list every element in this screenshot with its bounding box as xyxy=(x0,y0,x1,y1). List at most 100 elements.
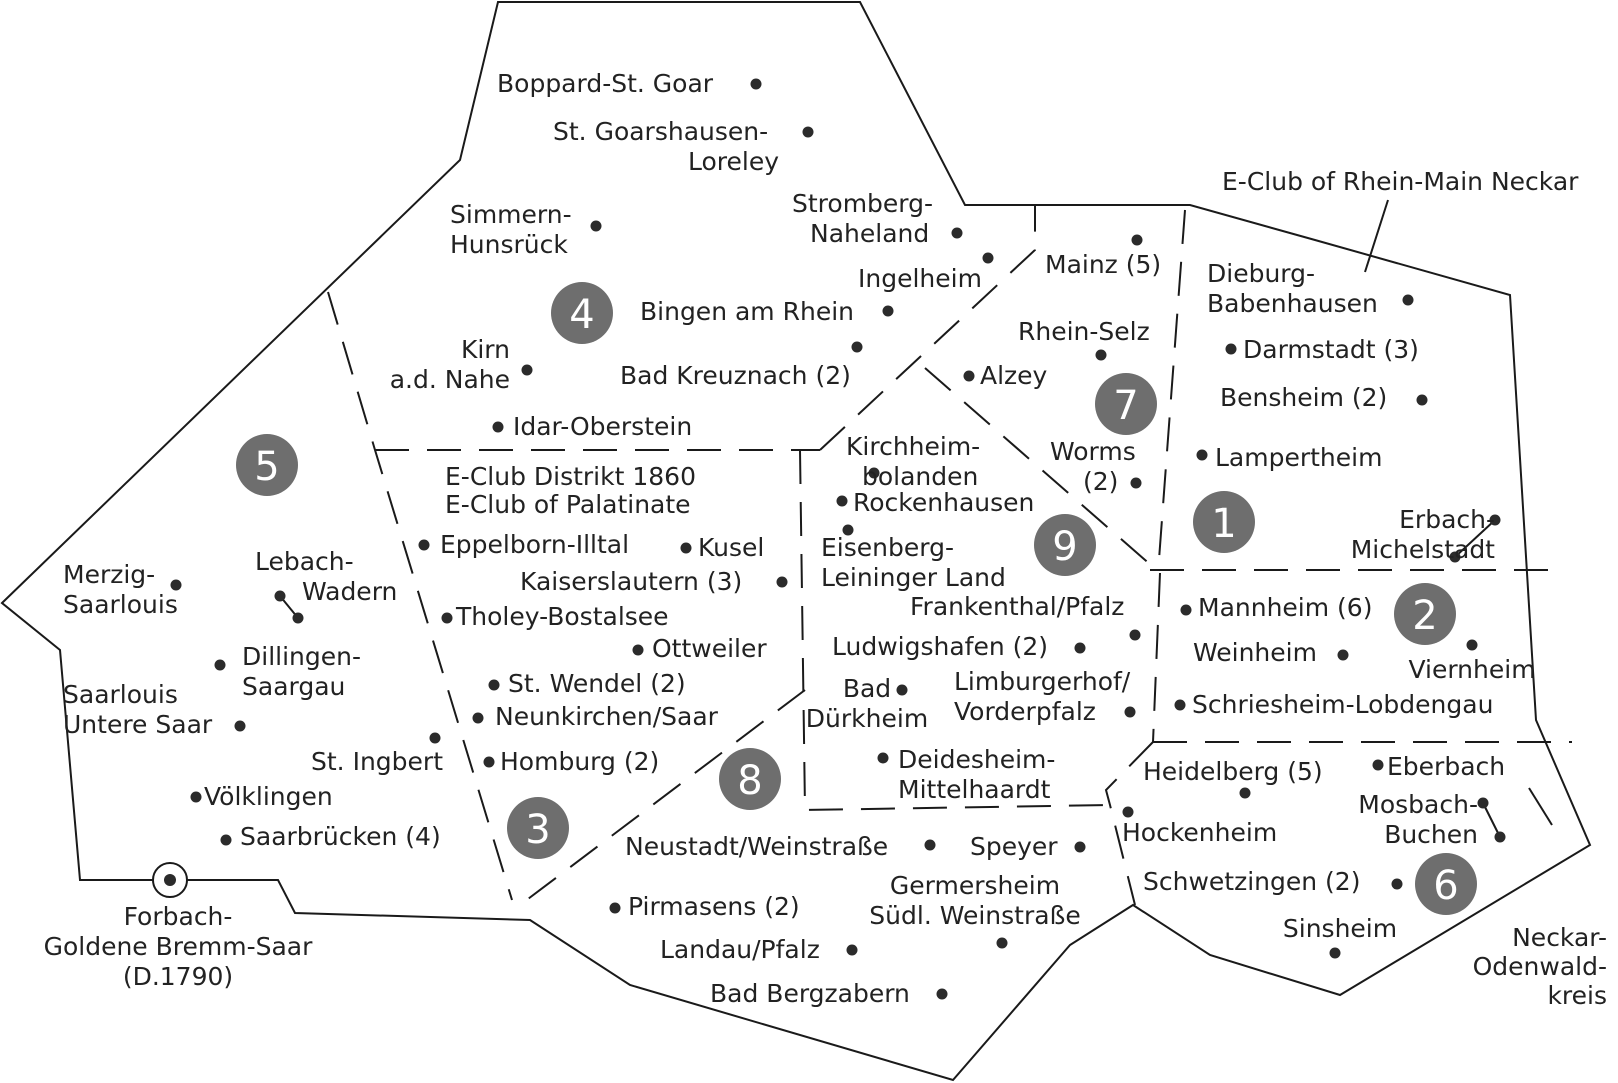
viernheim-label[interactable]: Viernheim xyxy=(1408,655,1535,684)
dillingen-label[interactable]: Dillingen-Saargau xyxy=(242,642,361,701)
forbach-marker[interactable] xyxy=(152,862,188,898)
bergzabern-dot[interactable] xyxy=(936,988,948,1000)
ottweiler-dot[interactable] xyxy=(632,644,644,656)
dieburg-label[interactable]: Dieburg-Babenhausen xyxy=(1207,259,1378,318)
schwetzingen-label[interactable]: Schwetzingen (2) xyxy=(1143,867,1360,896)
homburg-dot[interactable] xyxy=(483,756,495,768)
simmern-label[interactable]: Simmern-Hunsrück xyxy=(450,200,572,259)
bensheim-dot[interactable] xyxy=(1416,394,1428,406)
homburg-label[interactable]: Homburg (2) xyxy=(500,747,659,776)
bingen-dot[interactable] xyxy=(882,305,894,317)
district-7-badge[interactable]: 7 xyxy=(1095,373,1157,435)
rockenhausen-dot[interactable] xyxy=(836,495,848,507)
simmern-dot[interactable] xyxy=(590,220,602,232)
eclub-distrikt-label[interactable]: E-Club Distrikt 1860 xyxy=(445,462,696,491)
speyer-label[interactable]: Speyer xyxy=(970,832,1058,861)
eberbach-label[interactable]: Eberbach xyxy=(1387,752,1505,781)
dillingen-dot[interactable] xyxy=(214,659,226,671)
mannheim-label[interactable]: Mannheim (6) xyxy=(1198,593,1372,622)
stwendel-label[interactable]: St. Wendel (2) xyxy=(508,669,686,698)
bergzabern-label[interactable]: Bad Bergzabern xyxy=(710,979,910,1008)
alzey-dot[interactable] xyxy=(963,370,975,382)
kaiserslautern-dot[interactable] xyxy=(776,576,788,588)
mainz-dot[interactable] xyxy=(1131,234,1143,246)
kaiserslautern-label[interactable]: Kaiserslautern (3) xyxy=(520,567,742,596)
frankenthal-label[interactable]: Frankenthal/Pfalz xyxy=(910,592,1124,621)
erbach-dot-2[interactable] xyxy=(1449,551,1461,563)
ludwigshafen-label[interactable]: Ludwigshafen (2) xyxy=(832,632,1048,661)
district-8-badge[interactable]: 8 xyxy=(719,748,781,810)
kreuznach-dot[interactable] xyxy=(851,341,863,353)
saarlouis-dot[interactable] xyxy=(234,720,246,732)
darmstadt-dot[interactable] xyxy=(1225,343,1237,355)
weinheim-dot[interactable] xyxy=(1337,649,1349,661)
worms-label[interactable]: Worms(2) xyxy=(1050,437,1136,496)
bensheim-label[interactable]: Bensheim (2) xyxy=(1220,383,1387,412)
darmstadt-label[interactable]: Darmstadt (3) xyxy=(1243,335,1419,364)
sinsheim-label[interactable]: Sinsheim xyxy=(1283,914,1397,943)
alzey-label[interactable]: Alzey xyxy=(980,361,1048,390)
mannheim-dot[interactable] xyxy=(1180,604,1192,616)
mosbach-label[interactable]: Mosbach-Buchen xyxy=(1358,790,1478,849)
kusel-dot[interactable] xyxy=(680,542,692,554)
germersheim-dot[interactable] xyxy=(996,937,1008,949)
district-6-badge[interactable]: 6 xyxy=(1415,853,1477,915)
district-3-badge[interactable]: 3 xyxy=(507,797,569,859)
viernheim-dot[interactable] xyxy=(1466,639,1478,651)
stromberg-dot[interactable] xyxy=(951,227,963,239)
boppard-label[interactable]: Boppard-St. Goar xyxy=(497,69,714,98)
mosbach-dot-1[interactable] xyxy=(1477,797,1489,809)
eisenberg-label[interactable]: Eisenberg-Leininger Land xyxy=(821,533,1006,592)
deidesheim-label[interactable]: Deidesheim-Mittelhaardt xyxy=(898,745,1055,804)
stwendel-dot[interactable] xyxy=(488,679,500,691)
idar-dot[interactable] xyxy=(492,421,504,433)
kirn-dot[interactable] xyxy=(521,364,533,376)
kreuznach-label[interactable]: Bad Kreuznach (2) xyxy=(620,361,851,390)
stingbert-label[interactable]: St. Ingbert xyxy=(311,747,443,776)
eppelborn-label[interactable]: Eppelborn-Illtal xyxy=(440,530,629,559)
weinheim-label[interactable]: Weinheim xyxy=(1193,638,1317,667)
worms-dot[interactable] xyxy=(1130,477,1142,489)
ingelheim-dot[interactable] xyxy=(982,252,994,264)
lampertheim-dot[interactable] xyxy=(1196,449,1208,461)
landau-label[interactable]: Landau/Pfalz xyxy=(660,935,820,964)
ingelheim-label[interactable]: Ingelheim xyxy=(858,264,982,293)
dieburg-dot[interactable] xyxy=(1402,294,1414,306)
pirmasens-label[interactable]: Pirmasens (2) xyxy=(628,892,800,921)
schriesheim-dot[interactable] xyxy=(1174,699,1186,711)
neunkirchen-dot[interactable] xyxy=(472,712,484,724)
voelklingen-dot[interactable] xyxy=(190,791,202,803)
neunkirchen-label[interactable]: Neunkirchen/Saar xyxy=(495,702,719,731)
rheinselz-dot[interactable] xyxy=(1095,349,1107,361)
eclub-rhein-main-label[interactable]: E-Club of Rhein-Main Neckar xyxy=(1222,167,1579,196)
tholey-dot[interactable] xyxy=(441,612,453,624)
pirmasens-dot[interactable] xyxy=(609,902,621,914)
schwetzingen-dot[interactable] xyxy=(1391,878,1403,890)
lampertheim-label[interactable]: Lampertheim xyxy=(1215,443,1382,472)
neustadt-dot[interactable] xyxy=(924,839,936,851)
district-4-badge[interactable]: 4 xyxy=(551,282,613,344)
rockenhausen-label[interactable]: Rockenhausen xyxy=(853,488,1034,517)
ottweiler-label[interactable]: Ottweiler xyxy=(652,634,767,663)
goarshausen-label[interactable]: St. Goarshausen-Loreley xyxy=(553,117,779,176)
heidelberg-dot[interactable] xyxy=(1239,787,1251,799)
kirchheim-label[interactable]: Kirchheim-bolanden xyxy=(846,432,980,491)
merzig-label[interactable]: Merzig-Saarlouis xyxy=(63,560,178,619)
neustadt-label[interactable]: Neustadt/Weinstraße xyxy=(625,832,888,861)
kirchheim-dot[interactable] xyxy=(868,467,880,479)
district-5-badge[interactable]: 5 xyxy=(236,434,298,496)
voelklingen-label[interactable]: Völklingen xyxy=(204,782,333,811)
erbach-dot-1[interactable] xyxy=(1489,514,1501,526)
saarbruecken-label[interactable]: Saarbrücken (4) xyxy=(240,822,441,851)
merzig-dot[interactable] xyxy=(170,579,182,591)
district-2-badge[interactable]: 2 xyxy=(1394,583,1456,645)
mainz-label[interactable]: Mainz (5) xyxy=(1045,250,1161,279)
tholey-label[interactable]: Tholey-Bostalsee xyxy=(455,602,669,631)
schriesheim-label[interactable]: Schriesheim-Lobdengau xyxy=(1192,690,1493,719)
forbach-label[interactable]: Forbach-Goldene Bremm-Saar(D.1790) xyxy=(44,902,314,991)
bingen-label[interactable]: Bingen am Rhein xyxy=(640,297,854,326)
